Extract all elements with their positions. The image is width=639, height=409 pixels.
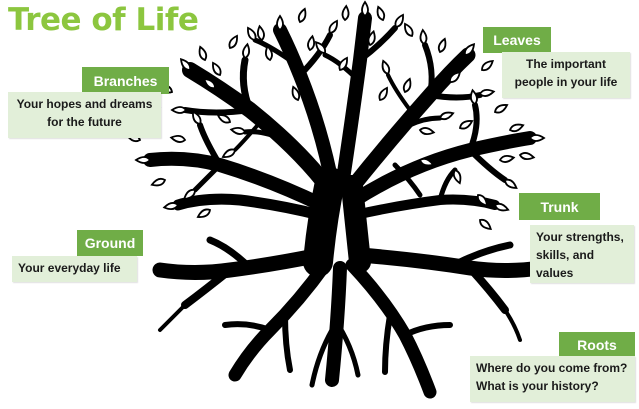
page-title: Tree of Life [8,2,199,38]
leaf-shape [463,43,476,56]
leaf-shape [338,56,348,72]
leaf-shape [212,61,222,77]
leaf-shape [498,154,516,163]
leaf-shape [394,13,404,29]
leaf-shape [378,86,388,102]
leaf-shape [528,134,546,142]
ground-description: Your everyday life [12,256,137,282]
leaf-shape [402,77,412,94]
leaf-shape [203,77,216,90]
leaf-shape [307,34,316,52]
leaf-shape [452,168,462,185]
leaf-shape [476,194,489,207]
leaf-shape [479,218,492,231]
leaf-shape [314,41,327,54]
leaf-shape [242,42,251,60]
branches-description: Your hopes and dreams for the future [8,92,161,138]
leaf-shape [196,208,212,218]
trunk-label: Trunk [519,193,600,220]
leaf-shape [229,126,247,135]
leaf-shape [297,7,307,24]
leaf-shape [418,157,435,167]
leaf-shape [493,104,509,114]
leaf-shape [150,177,167,187]
leaf-shape [228,34,238,50]
leaf-shape [478,88,496,97]
leaf-shape [437,37,447,54]
leaf-shape [276,14,284,32]
leaf-shape [328,19,338,35]
leaf-shape [198,45,208,62]
ground-label: Ground [77,230,143,256]
leaf-shape [256,24,265,42]
leaves-description: The important people in your life [502,52,630,98]
leaf-shape [221,148,237,158]
branches-label: Branches [82,67,169,94]
leaf-shape [458,120,474,130]
leaf-shape [419,28,428,46]
leaves-label: Leaves [483,27,551,53]
leaf-shape [247,26,257,42]
leaf-shape [192,110,202,126]
leaf-shape [179,58,192,71]
leaf-shape [264,44,273,62]
roots-label: Roots [559,332,635,358]
leaf-shape [404,22,414,38]
leaf-shape [291,85,301,102]
leaf-shape [418,127,436,136]
leaf-shape [438,111,455,121]
leaf-shape [361,0,369,18]
leaf-shape [170,106,188,114]
leaf-shape [216,114,232,124]
leaf-shape [493,202,510,212]
leaf-shape [518,152,536,161]
leaf-shape [367,29,376,47]
roots-description: Where do you come from? What is your his… [470,356,635,402]
leaf-shape [508,123,525,133]
leaf-shape [134,156,152,164]
leaf-shape [469,88,478,106]
leaf-shape [504,178,518,189]
leaf-shape [183,188,196,201]
leaf-shape [481,59,494,72]
leaf-shape [162,202,180,211]
leaf-shape [381,59,391,76]
leaf-shape [376,5,386,22]
trunk-description: Your strengths, skills, and values [530,225,634,283]
leaf-shape [449,70,462,83]
leaf-shape [169,134,187,143]
leaf-shape [341,4,350,22]
